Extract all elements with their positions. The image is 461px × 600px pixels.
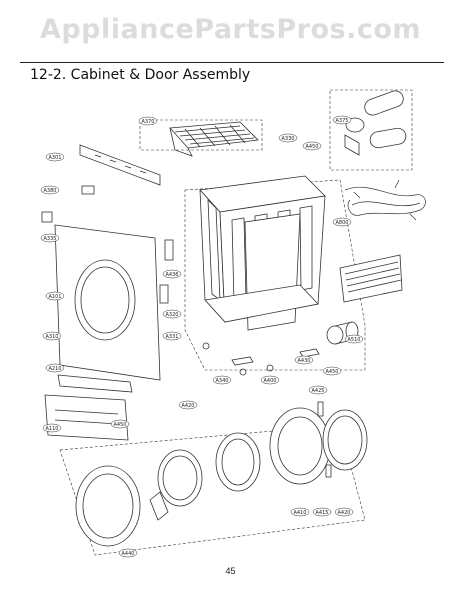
top-bracket: [79, 144, 161, 186]
callout: A510: [344, 334, 364, 344]
svg-text:A331: A331: [166, 334, 179, 340]
front-panel: [54, 224, 161, 381]
callout: A330: [278, 133, 298, 143]
callout: A110: [42, 423, 62, 433]
callout: A301: [45, 152, 65, 162]
callout: A310: [42, 331, 62, 341]
svg-text:A425: A425: [312, 388, 325, 394]
rear-grille: [339, 254, 403, 303]
callout: A370: [138, 116, 158, 126]
callout: A340: [212, 375, 232, 385]
callout: A320: [162, 309, 182, 319]
svg-text:A400: A400: [264, 378, 277, 384]
door-group-boundary: [59, 424, 366, 556]
cabinet: [199, 175, 326, 331]
svg-text:A110: A110: [46, 426, 59, 432]
door-handle: [149, 491, 169, 521]
svg-text:A800: A800: [336, 220, 349, 226]
svg-text:A335: A335: [44, 236, 57, 242]
svg-text:A101: A101: [49, 294, 62, 300]
svg-text:A210: A210: [49, 366, 62, 372]
header-rule: [20, 62, 444, 63]
callout: A450: [302, 141, 322, 151]
svg-text:A430: A430: [298, 358, 311, 364]
callout: A450: [322, 366, 342, 376]
svg-text:A410: A410: [294, 510, 307, 516]
svg-text:A380: A380: [44, 188, 57, 194]
callout: A375: [332, 115, 352, 125]
callout-labels: A370 A301 A380 A335 A800 A330 A450 A375 …: [40, 115, 364, 558]
section-heading: 12-2. Cabinet & Door Assembly: [30, 67, 251, 83]
hinge-bracket-upper: [164, 239, 174, 261]
callout: A420: [334, 507, 354, 517]
callout: A425: [308, 385, 328, 395]
callout: A436: [162, 269, 182, 279]
svg-text:A450: A450: [306, 144, 319, 150]
svg-text:A440: A440: [122, 551, 135, 557]
hinge-parts: [317, 401, 332, 478]
duct-group-boundary: [329, 89, 413, 171]
leveling-feet: [202, 342, 320, 376]
svg-text:A415: A415: [316, 510, 329, 516]
svg-text:A370: A370: [142, 119, 155, 125]
callout: A210: [45, 363, 65, 373]
group-boundaries: [59, 89, 413, 556]
top-group-boundary: [139, 119, 263, 151]
duct-parts: [344, 90, 407, 156]
svg-text:A436: A436: [166, 272, 179, 278]
small-part-b: [41, 211, 53, 223]
svg-text:A375: A375: [336, 118, 349, 124]
callout: A335: [40, 233, 60, 243]
callout: A101: [45, 291, 65, 301]
svg-text:A301: A301: [49, 155, 62, 161]
kick-panel: [44, 374, 133, 441]
callout: A331: [162, 331, 182, 341]
page-number: 45: [225, 566, 236, 576]
callout: A415: [312, 507, 332, 517]
callout: A380: [40, 185, 60, 195]
svg-text:A310: A310: [46, 334, 59, 340]
filter-tray: [169, 121, 259, 157]
small-part-a: [81, 185, 95, 195]
svg-text:A420: A420: [182, 403, 195, 409]
door-assembly: [75, 407, 368, 547]
svg-text:A320: A320: [166, 312, 179, 318]
svg-text:A420: A420: [338, 510, 351, 516]
svg-text:A450: A450: [114, 422, 127, 428]
svg-text:A450: A450: [326, 369, 339, 375]
callout: A430: [294, 355, 314, 365]
cabinet-group-boundary: [184, 179, 366, 371]
svg-text:A510: A510: [348, 337, 361, 343]
callout: A400: [260, 375, 280, 385]
wire-harness: [344, 179, 426, 221]
hinge-bracket-lower: [159, 284, 169, 304]
callout: A440: [118, 548, 138, 558]
svg-text:A330: A330: [282, 136, 295, 142]
callout: A420: [178, 400, 198, 410]
callout: A450: [110, 419, 130, 429]
watermark: AppliancePartsPros.com: [39, 14, 422, 45]
callout: A800: [332, 217, 352, 227]
callout: A410: [290, 507, 310, 517]
svg-text:A340: A340: [216, 378, 229, 384]
